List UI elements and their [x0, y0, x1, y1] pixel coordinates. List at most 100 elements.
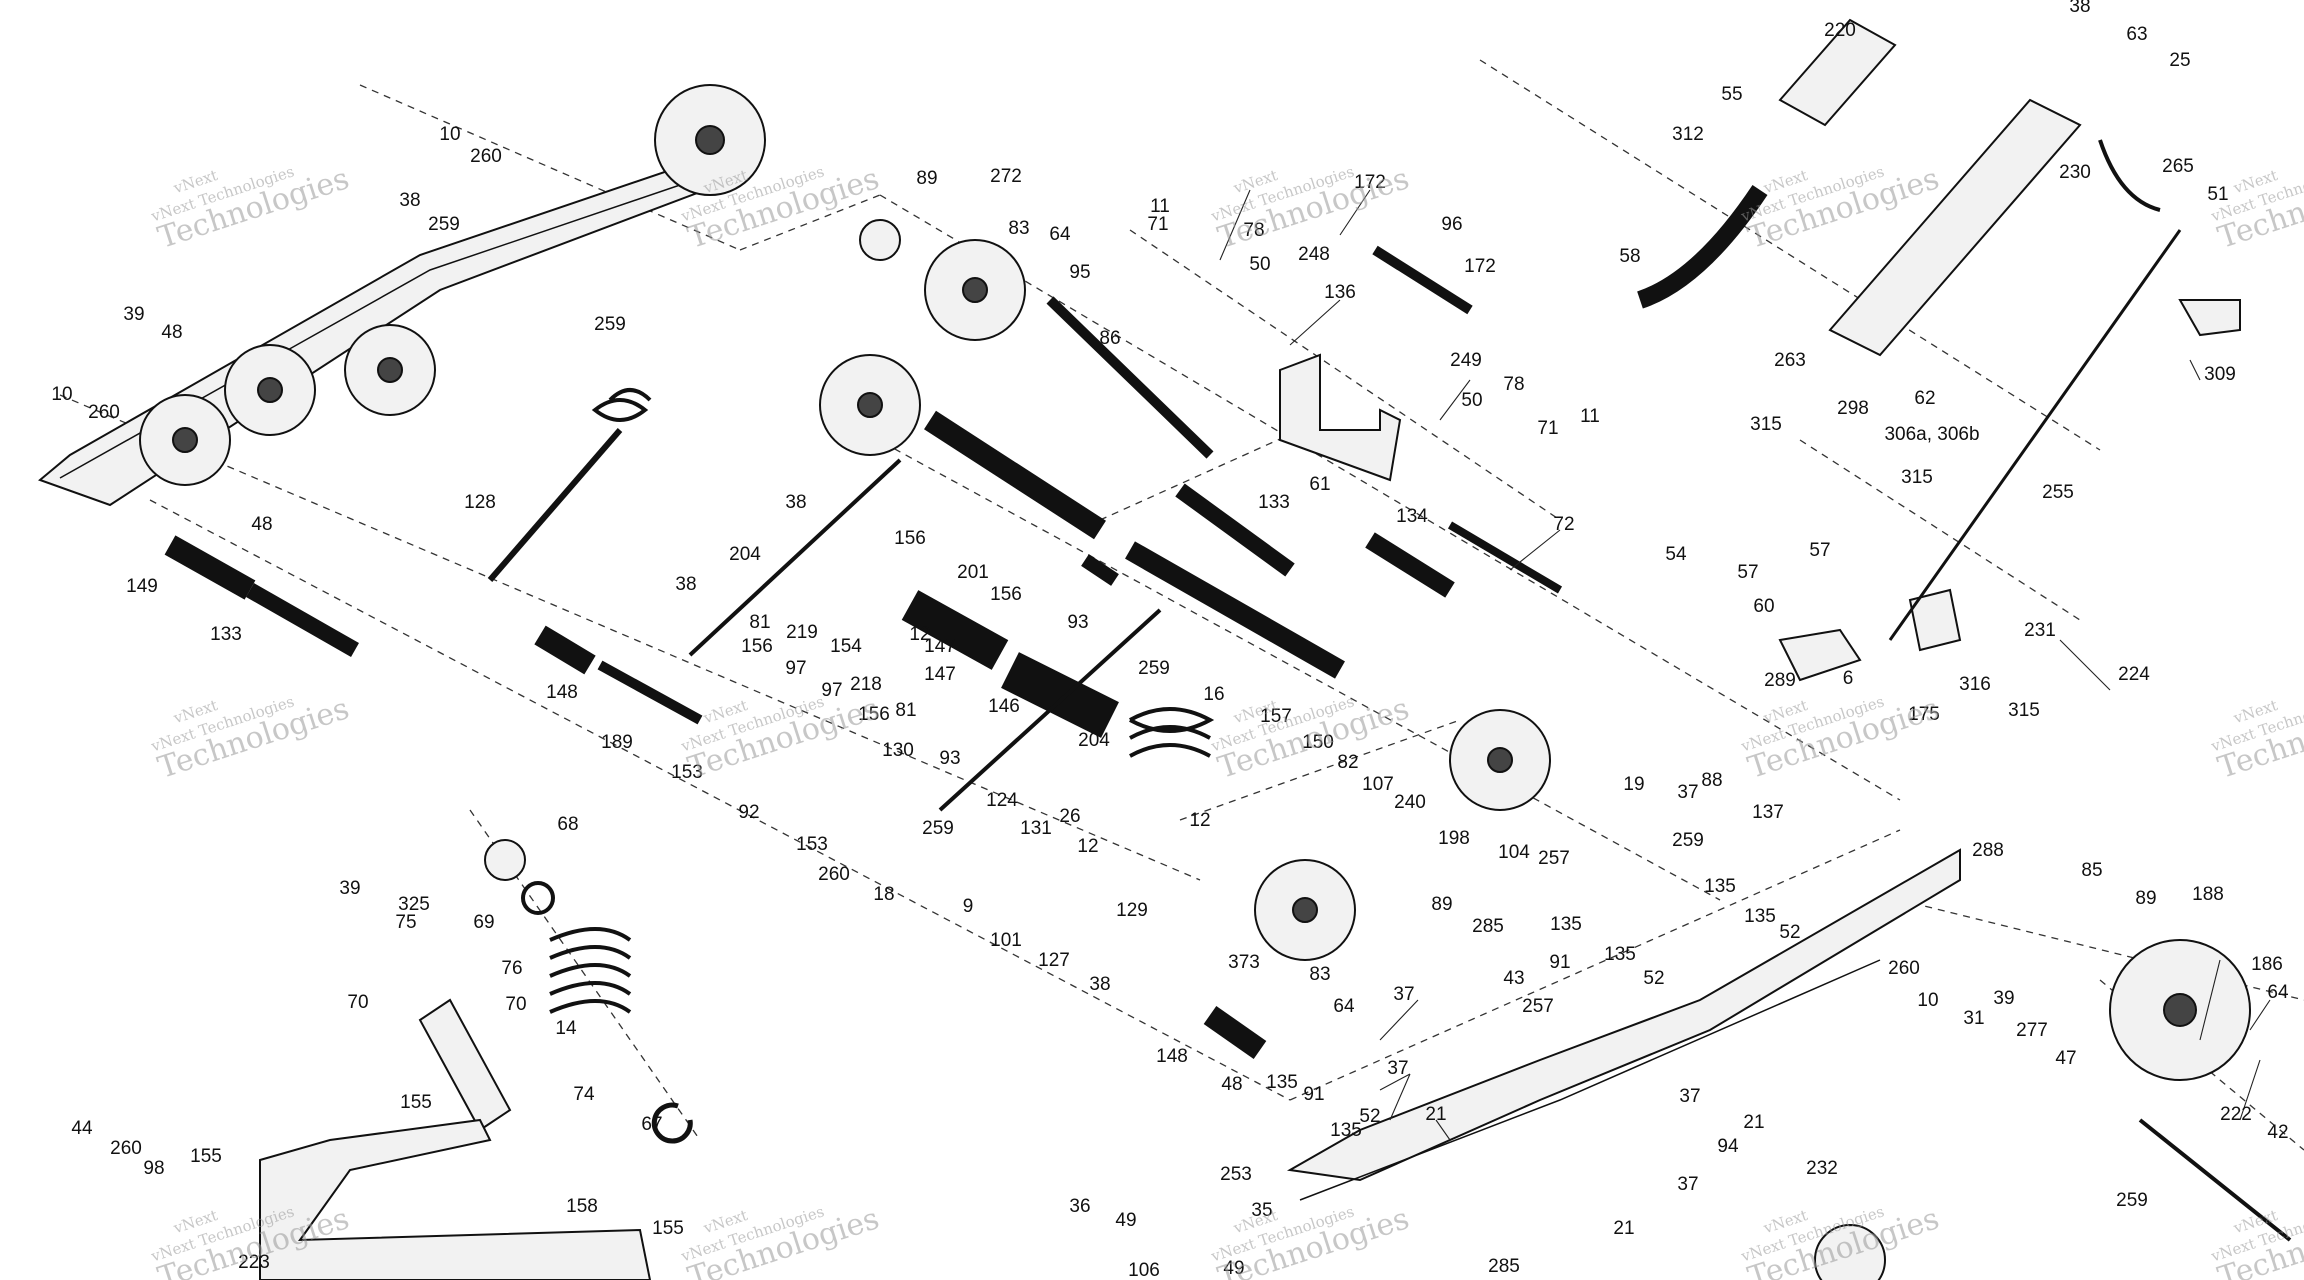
- part-label: 42: [2267, 1122, 2288, 1143]
- part-label: 39: [339, 878, 360, 899]
- part-label: 155: [190, 1146, 222, 1167]
- part-label: 72: [1553, 514, 1574, 535]
- part-label: 260: [110, 1138, 142, 1159]
- part-label: 289: [1764, 670, 1796, 691]
- part-label: 315: [2008, 700, 2040, 721]
- part-label: 260: [88, 402, 120, 423]
- part-label: 133: [1258, 492, 1290, 513]
- part-label: 312: [1672, 124, 1704, 145]
- part-label: 325: [398, 894, 430, 915]
- part-label: 91: [1303, 1084, 1324, 1105]
- part-label: 71: [1147, 214, 1168, 235]
- part-label: 298: [1837, 398, 1869, 419]
- part-label: 175: [1908, 704, 1940, 725]
- part-label: 52: [1643, 968, 1664, 989]
- part-label: 253: [1220, 1164, 1252, 1185]
- part-label: 37: [1387, 1058, 1408, 1079]
- part-label: 47: [2055, 1048, 2076, 1069]
- part-label: 81: [749, 612, 770, 633]
- part-label: 259: [2116, 1190, 2148, 1211]
- leader-lines: [1219, 189, 2271, 1141]
- part-label: 83: [1008, 218, 1029, 239]
- linkage-brackets: [1279, 229, 2241, 682]
- part-label: 156: [894, 528, 926, 549]
- part-label: 263: [1774, 350, 1806, 371]
- part-label: 259: [594, 314, 626, 335]
- part-label: 78: [1243, 220, 1264, 241]
- part-label: 153: [671, 762, 703, 783]
- part-label: 158: [566, 1196, 598, 1217]
- part-label: 55: [1721, 84, 1742, 105]
- part-label: 39: [123, 304, 144, 325]
- part-label: 68: [557, 814, 578, 835]
- part-label: 135: [1744, 906, 1776, 927]
- part-label: 38: [2069, 0, 2090, 17]
- shock-absorber-left: [418, 839, 693, 1144]
- part-label: 315: [1901, 467, 1933, 488]
- part-label: 38: [1089, 974, 1110, 995]
- part-label: 82: [1337, 752, 1358, 773]
- part-label: 91: [1549, 952, 1570, 973]
- part-label: 172: [1464, 256, 1496, 277]
- part-label: 157: [1260, 706, 1292, 727]
- part-label: 50: [1461, 390, 1482, 411]
- part-label: 51: [2207, 184, 2228, 205]
- part-label: 70: [347, 992, 368, 1013]
- part-label: 69: [473, 912, 494, 933]
- part-label: 76: [501, 958, 522, 979]
- part-label: 135: [1604, 944, 1636, 965]
- part-label: 89: [1431, 894, 1452, 915]
- part-label: 272: [990, 166, 1022, 187]
- part-label: 94: [1717, 1136, 1739, 1157]
- part-label: 11: [1150, 196, 1170, 217]
- part-label: 260: [470, 146, 502, 167]
- part-label: 6: [1843, 668, 1854, 689]
- part-label: 10: [1917, 990, 1938, 1011]
- part-label: 48: [1221, 1074, 1242, 1095]
- part-label: 231: [2024, 620, 2056, 641]
- part-label: 201: [957, 562, 989, 583]
- part-label: 26: [1059, 806, 1080, 827]
- part-label: 89: [916, 168, 937, 189]
- part-label: 81: [895, 700, 916, 721]
- part-label: 74: [573, 1084, 595, 1105]
- part-label: 156: [858, 704, 890, 725]
- part-label: 62: [1914, 388, 1935, 409]
- part-label: 12: [1077, 836, 1098, 857]
- part-label: 48: [251, 514, 272, 535]
- part-label: 95: [1069, 262, 1090, 283]
- part-label: 155: [400, 1092, 432, 1113]
- part-label: 64: [1333, 996, 1355, 1017]
- part-label: 135: [1550, 914, 1582, 935]
- part-label: 54: [1665, 544, 1687, 565]
- part-label: 149: [126, 576, 158, 597]
- part-label: 21: [1743, 1112, 1764, 1133]
- part-label: 150: [1302, 732, 1334, 753]
- part-label: 230: [2059, 162, 2091, 183]
- part-label: 134: [1396, 506, 1428, 527]
- part-label: 52: [1359, 1106, 1380, 1127]
- part-label: 257: [1522, 996, 1554, 1017]
- part-label: 97: [821, 680, 842, 701]
- part-label: 106: [1128, 1260, 1160, 1280]
- part-label: 147: [924, 664, 956, 685]
- part-label: 71: [1537, 418, 1558, 439]
- part-label: 224: [2118, 664, 2150, 685]
- part-label: 232: [1806, 1158, 1838, 1179]
- part-label: 25: [2169, 50, 2190, 71]
- part-label: 148: [1156, 1046, 1188, 1067]
- part-label: 124: [986, 790, 1018, 811]
- part-label: 37: [1393, 984, 1414, 1005]
- part-label: 12: [1189, 810, 1210, 831]
- part-label: 135: [1266, 1072, 1298, 1093]
- part-label: 37: [1677, 782, 1698, 803]
- part-label: 96: [1441, 214, 1462, 235]
- part-label: 240: [1394, 792, 1426, 813]
- part-label: 49: [1223, 1258, 1244, 1279]
